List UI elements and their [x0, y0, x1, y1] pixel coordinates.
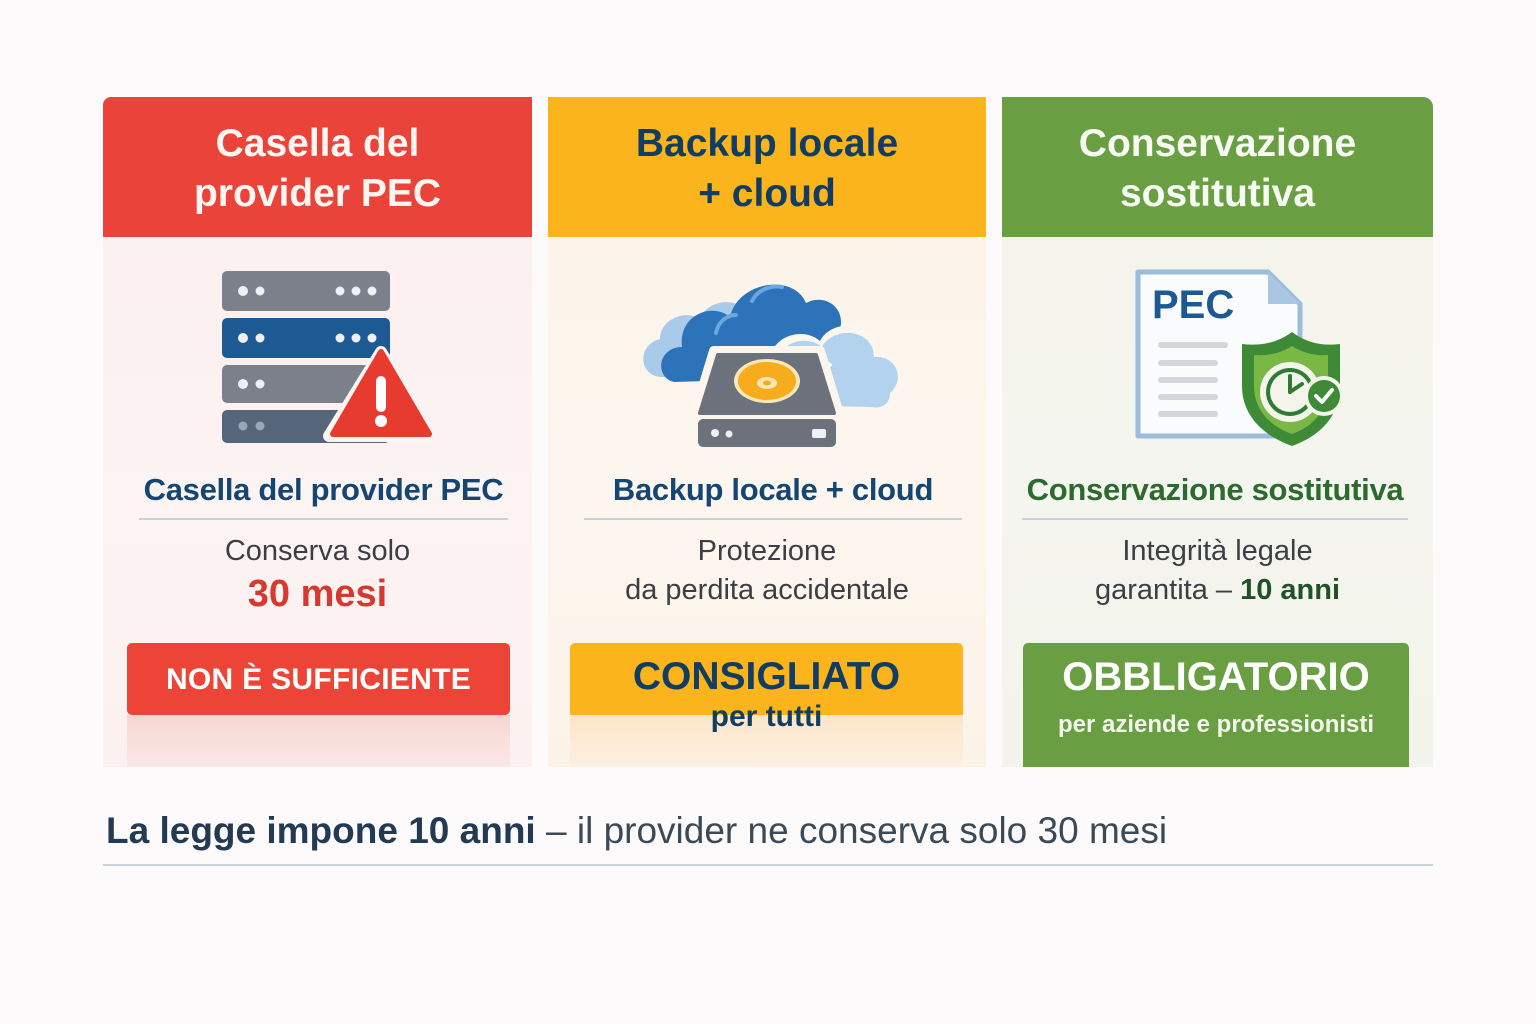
- pec-label: PEC: [1152, 283, 1234, 327]
- footer-caption-rest: – il provider ne conserva solo 30 mesi: [535, 810, 1168, 851]
- badge-subtext: per tutti: [710, 700, 823, 733]
- footer-divider: [103, 864, 1433, 866]
- card-subtitle: Casella del provider PEC: [139, 472, 508, 520]
- cloud-drive-icon: [548, 262, 986, 457]
- desc-line: garantita –: [1094, 574, 1241, 606]
- badge-label: OBBLIGATORIO: [1062, 655, 1370, 699]
- card-header: Backup locale + cloud: [548, 97, 986, 237]
- card-header: Conservazione sostitutiva: [1002, 97, 1433, 237]
- pec-document-shield-icon: PEC: [1002, 262, 1433, 457]
- desc-line: Conserva solo: [224, 535, 411, 567]
- badge-subtext: per aziende e professionisti: [1057, 711, 1375, 738]
- card-description: Conserva solo 30 mesi: [103, 532, 532, 617]
- footer-caption-strong: La legge impone 10 anni: [106, 810, 536, 851]
- card-subtitle: Backup locale + cloud: [584, 472, 962, 520]
- desc-line: Integrità legale: [1122, 535, 1313, 567]
- card-header: Casella del provider PEC: [103, 97, 532, 237]
- badge-reflection: [127, 715, 510, 767]
- card-backup: Backup locale + cloud Backup locale + cl…: [548, 97, 986, 767]
- desc-emphasis: 10 anni: [1240, 574, 1341, 606]
- desc-line: da perdita accidentale: [625, 574, 909, 606]
- card-description: Protezione da perdita accidentale: [548, 532, 986, 610]
- card-description: Integrità legale garantita – 10 anni: [1002, 532, 1433, 610]
- card-header-title: Conservazione sostitutiva: [1078, 122, 1357, 215]
- card-subtitle: Conservazione sostitutiva: [1022, 472, 1408, 520]
- status-badge-mandatory: OBBLIGATORIO per aziende e professionist…: [1023, 643, 1409, 767]
- desc-line: Protezione: [697, 535, 837, 567]
- card-header-title: Casella del provider PEC: [193, 122, 442, 215]
- card-conservazione: Conservazione sostitutiva PEC Conservazi…: [1002, 97, 1433, 767]
- server-warning-icon: [103, 262, 532, 457]
- footer-caption: La legge impone 10 anni – il provider ne…: [106, 810, 1167, 852]
- status-badge-insufficient: NON È SUFFICIENTE: [127, 643, 510, 715]
- card-provider-pec: Casella del provider PEC Casella del pro…: [103, 97, 532, 767]
- desc-emphasis: 30 mesi: [247, 573, 388, 615]
- status-badge-recommended: CONSIGLIATO: [570, 643, 963, 715]
- badge-reflection: [570, 715, 963, 767]
- card-header-title: Backup locale + cloud: [635, 122, 899, 215]
